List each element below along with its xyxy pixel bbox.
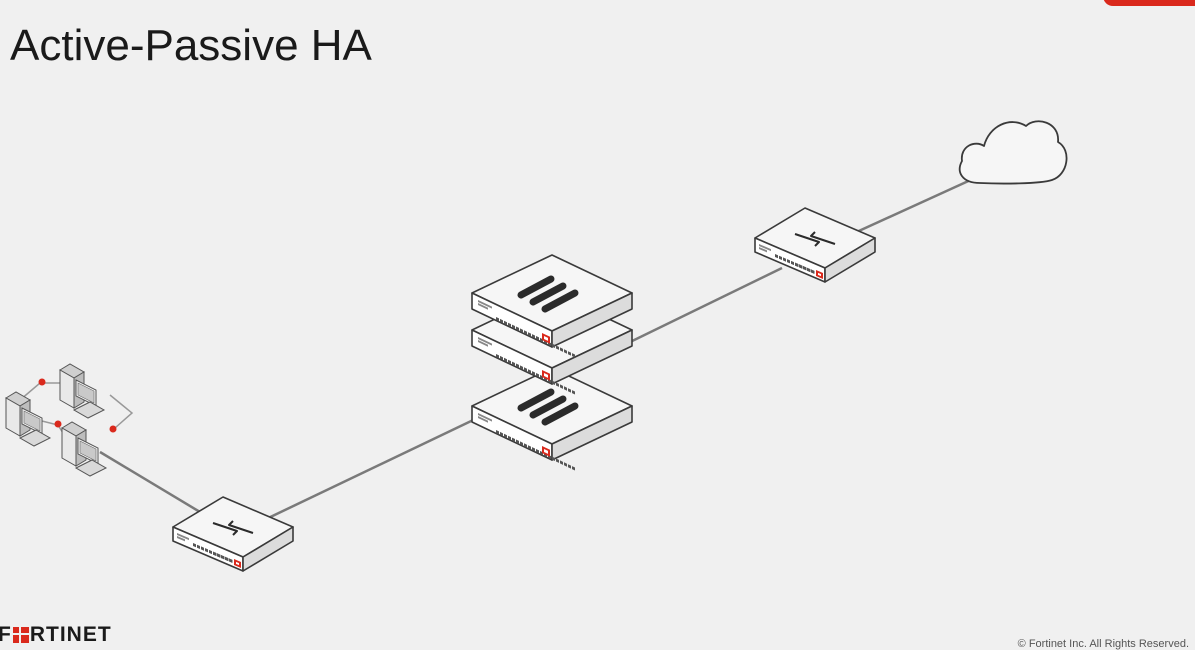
link-cloud-to-wan-switch — [849, 176, 976, 237]
internet-cloud-icon — [958, 120, 1068, 185]
client-computers-group — [5, 363, 134, 477]
corner-accent-tab — [1103, 0, 1195, 6]
computer-icon — [61, 421, 107, 477]
logo-text-right: RTINET — [29, 623, 112, 646]
link-firewall-to-lan-switch — [261, 410, 491, 523]
fortinet-logo: F RTINET — [0, 624, 112, 645]
link-lan-switch-to-clients — [99, 450, 201, 514]
copyright-notice: © Fortinet Inc. All Rights Reserved. — [1017, 638, 1189, 650]
computer-icon — [59, 363, 105, 419]
wan-switch-icon — [755, 208, 875, 282]
slide-title: Active-Passive HA — [10, 21, 372, 70]
link-wan-switch-to-firewall — [627, 266, 783, 345]
lan-switch-icon — [173, 497, 293, 571]
logo-text-left: F — [0, 623, 12, 646]
connection-dot — [109, 425, 117, 433]
connection-dot — [38, 378, 46, 386]
fortinet-logo-mark-icon — [12, 627, 29, 643]
connection-dot — [54, 420, 62, 428]
computer-icon — [5, 391, 51, 447]
